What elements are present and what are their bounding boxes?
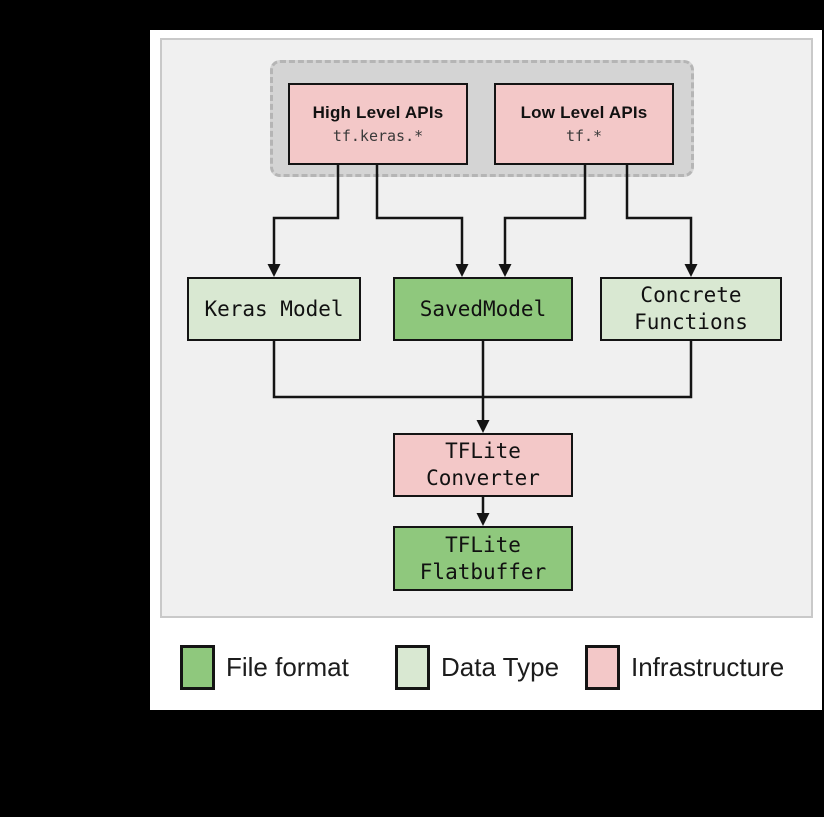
- concrete-functions-line1: Concrete: [640, 283, 742, 307]
- arrowhead-converter: [476, 420, 490, 433]
- high-level-apis-code: tf.keras.*: [332, 127, 424, 145]
- node-high-level-apis: High Level APIs tf.keras.*: [288, 83, 468, 165]
- legend-item-data-type: Data Type: [395, 645, 559, 690]
- tflite-flatbuffer-line2: Flatbuffer: [419, 559, 547, 584]
- node-savedmodel: SavedModel: [393, 277, 573, 341]
- savedmodel-label: SavedModel: [419, 296, 547, 321]
- infrastructure-swatch: [585, 645, 620, 690]
- node-concrete-functions: Concrete Functions: [600, 277, 782, 341]
- node-low-level-apis: Low Level APIs tf.*: [494, 83, 674, 165]
- data-type-label: Data Type: [441, 652, 560, 682]
- tflite-converter-line1: TFLite: [445, 439, 521, 463]
- edge-high-to-savedmodel: [375, 164, 464, 268]
- node-tflite-flatbuffer: TFLite Flatbuffer: [393, 526, 573, 591]
- low-level-apis-title: Low Level APIs: [520, 103, 648, 122]
- edge-low-to-concrete: [625, 164, 693, 268]
- arrowhead-savedmodel-right: [498, 264, 512, 277]
- tflite-converter-line2: Converter: [426, 466, 540, 490]
- tflite-flatbuffer-line1: TFLite: [445, 532, 521, 557]
- low-level-apis-code: tf.*: [565, 127, 603, 145]
- legend-item-infrastructure: Infrastructure: [585, 645, 784, 690]
- concrete-functions-line2: Functions: [634, 310, 748, 334]
- keras-model-label: Keras Model: [204, 296, 344, 321]
- file-format-label: File format: [226, 652, 349, 682]
- arrowhead-savedmodel-left: [455, 264, 469, 277]
- edge-high-to-keras: [272, 164, 340, 268]
- high-level-apis-title: High Level APIs: [312, 103, 444, 122]
- arrowhead-flatbuffer: [476, 513, 490, 526]
- node-keras-model: Keras Model: [187, 277, 361, 341]
- arrowhead-concrete: [684, 264, 698, 277]
- node-tflite-converter: TFLite Converter: [393, 433, 573, 497]
- arrowhead-keras: [267, 264, 281, 277]
- legend-item-file-format: File format: [180, 645, 349, 690]
- edge-low-to-savedmodel: [503, 164, 587, 268]
- infrastructure-label: Infrastructure: [631, 652, 785, 682]
- file-format-swatch: [180, 645, 215, 690]
- data-type-swatch: [395, 645, 430, 690]
